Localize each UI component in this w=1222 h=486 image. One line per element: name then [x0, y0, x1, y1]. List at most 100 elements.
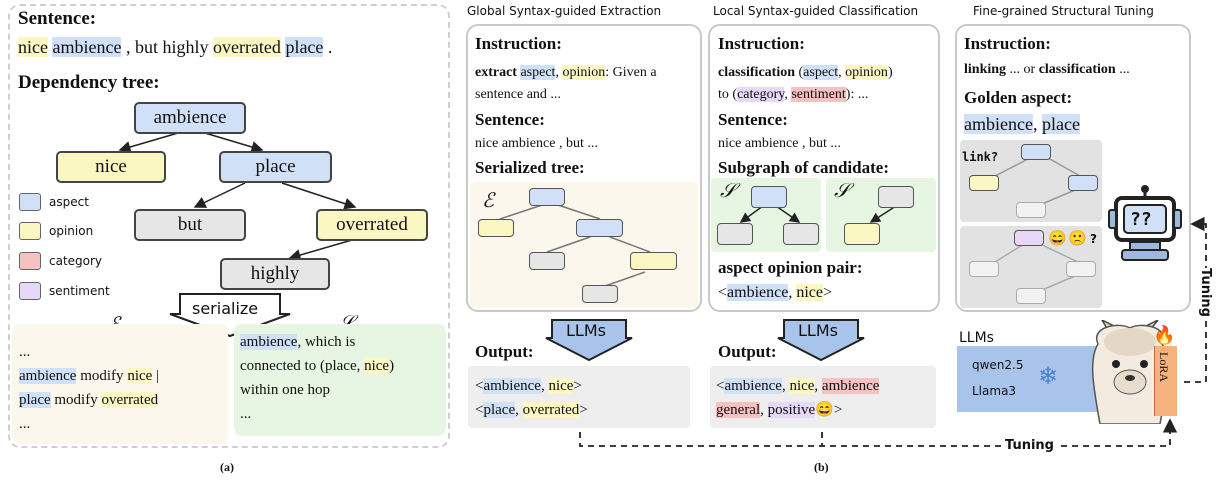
lora-box: [1154, 346, 1177, 416]
col3-classify-edges: [994, 243, 1079, 291]
col3-question: ?: [1090, 232, 1097, 246]
col3-title: Fine-grained Structural Tuning: [973, 4, 1154, 18]
serialize-label: serialize: [192, 299, 259, 318]
col1-node-5: [630, 252, 677, 270]
col2-symbol-s-left: 𝒮: [720, 180, 736, 202]
col2-sentence-heading: Sentence:: [718, 110, 788, 129]
serialized-s-text: ambience, which is connected to (place, …: [240, 330, 394, 426]
robot-text: ??: [1130, 209, 1152, 230]
box-e-line4: ...: [19, 416, 31, 432]
col3-classify-node-r: [1066, 261, 1096, 277]
serialized-e-text: ... ambience modify nice | place modify …: [19, 340, 159, 436]
col3-link-node-b: [1016, 202, 1046, 218]
box-e-line3: place modify overrated: [19, 392, 159, 408]
col2-subgraph-edges: [739, 205, 897, 223]
col2-llm-label: LLMs: [798, 321, 838, 340]
col1-instruction-heading: Instruction:: [475, 34, 562, 53]
col1-title: Global Syntax-guided Extraction: [467, 4, 662, 18]
col1-llm-arrow: [545, 319, 633, 362]
col2-output-line1: <ambience, nice, ambience: [716, 378, 880, 394]
dependency-tree-edges: [118, 132, 357, 261]
snowflake-icon: ❄: [1038, 364, 1059, 390]
col1-output: <ambience, nice> <place, overrated>: [475, 374, 588, 422]
col2-sentence: nice ambience , but ...: [718, 136, 841, 151]
tuning-arrows: [579, 216, 1207, 447]
col2-llm-arrow: [777, 319, 865, 362]
tree-node-highly: highly: [220, 258, 330, 290]
col2-left-node-r: [783, 223, 819, 245]
col1-panel: [466, 24, 702, 312]
col2-instruction: classification (aspect, opinion) to (cat…: [718, 65, 893, 102]
robot-icon: [1108, 185, 1182, 261]
box-s-line2: connected to (place, nice): [240, 358, 395, 374]
col2-subgraph-heading: Subgraph of candidate:: [718, 158, 889, 177]
box-e-line1: ...: [19, 344, 31, 360]
col1-symbol-e: ℰ: [482, 190, 495, 212]
col3-instruction: linking ... or classification ...: [964, 62, 1130, 77]
legend-label-opinion: opinion: [49, 224, 94, 238]
col2-output-line2: general, positive😄>: [716, 402, 843, 418]
llms-label: LLMs: [959, 330, 994, 346]
lora-label: LoRA: [1157, 352, 1171, 382]
col2-pair-heading: aspect opinion pair:: [718, 258, 863, 277]
col1-llm-label: LLMs: [566, 321, 606, 340]
tuning-label-right: Tuning: [1198, 268, 1213, 317]
col2-instruction-heading: Instruction:: [718, 34, 805, 53]
happy-emoji-icon: 😄: [815, 402, 834, 418]
col1-instruction: extract aspect, opinion: Given a sentenc…: [475, 65, 657, 102]
legend-label-sentiment: sentiment: [49, 284, 110, 298]
legend-swatch-opinion: [19, 222, 41, 240]
tree-node-nice: nice: [56, 151, 166, 183]
model-llama: Llama3: [972, 384, 1017, 398]
col3-link-node-l: [969, 175, 999, 191]
col3-happy-emoji-icon: 😄: [1048, 231, 1067, 247]
col2-panel: [708, 24, 940, 312]
sentence-token: ambience: [52, 37, 122, 57]
caption-a: (a): [220, 460, 234, 474]
legend-swatch-sentiment: [19, 282, 41, 300]
col1-node-1: [529, 188, 565, 206]
panel-a: [8, 4, 450, 448]
col2-right-node-b: [844, 223, 880, 245]
caption-b: (b): [814, 460, 829, 474]
col1-sentence-heading: Sentence:: [475, 110, 545, 129]
tree-heading: Dependency tree:: [18, 72, 160, 93]
col3-link-node-r: [1068, 175, 1098, 191]
sentence-token: .: [323, 37, 333, 57]
col1-output-line2: <place, overrated>: [475, 402, 588, 418]
model-qwen: qwen2.5: [972, 358, 1024, 372]
legend-label-aspect: aspect: [49, 195, 89, 209]
sentence-token: nice: [18, 37, 48, 57]
col1-node-6: [582, 285, 618, 303]
tree-node-overrated: overrated: [316, 209, 428, 241]
box-s-line4: ...: [240, 406, 252, 422]
col1-sentence: nice ambience , but ...: [475, 136, 598, 151]
col2-left-node-l: [717, 223, 753, 245]
sentence-token: overrated: [212, 37, 281, 57]
col3-link-node-top: [1021, 144, 1051, 160]
col1-output-line1: <ambience, nice>: [475, 378, 582, 394]
col3-golden: ambience, place: [964, 114, 1080, 134]
col2-title: Local Syntax-guided Classification: [713, 4, 919, 18]
col1-output-heading: Output:: [475, 342, 534, 361]
col3-golden-heading: Golden aspect:: [964, 88, 1073, 107]
col1-node-3: [576, 219, 623, 237]
llama-icon: [1091, 320, 1169, 424]
tree-node-place: place: [219, 151, 332, 183]
col1-tree-heading: Serialized tree:: [475, 158, 585, 177]
tree-node-ambience: ambience: [134, 102, 246, 134]
col3-classify-node-b: [1016, 288, 1046, 304]
col2-output-heading: Output:: [718, 342, 777, 361]
col2-left-node-top: [751, 186, 787, 208]
col3-link-label: link?: [962, 150, 999, 164]
col1-tree-edges: [499, 203, 651, 287]
col1-node-2: [478, 219, 514, 237]
col3-classify-node-top: [1014, 230, 1044, 246]
serialized-e-box: [12, 324, 228, 444]
sentence-text: nice ambience , but highly overrated pla…: [18, 37, 332, 58]
col2-output: <ambience, nice, ambience general, posit…: [716, 374, 880, 422]
sentence-token: place: [285, 37, 324, 57]
sentence-token: , but highly: [121, 37, 213, 57]
box-s-line1: ambience, which is: [240, 334, 356, 350]
legend-swatch-category: [19, 252, 41, 270]
